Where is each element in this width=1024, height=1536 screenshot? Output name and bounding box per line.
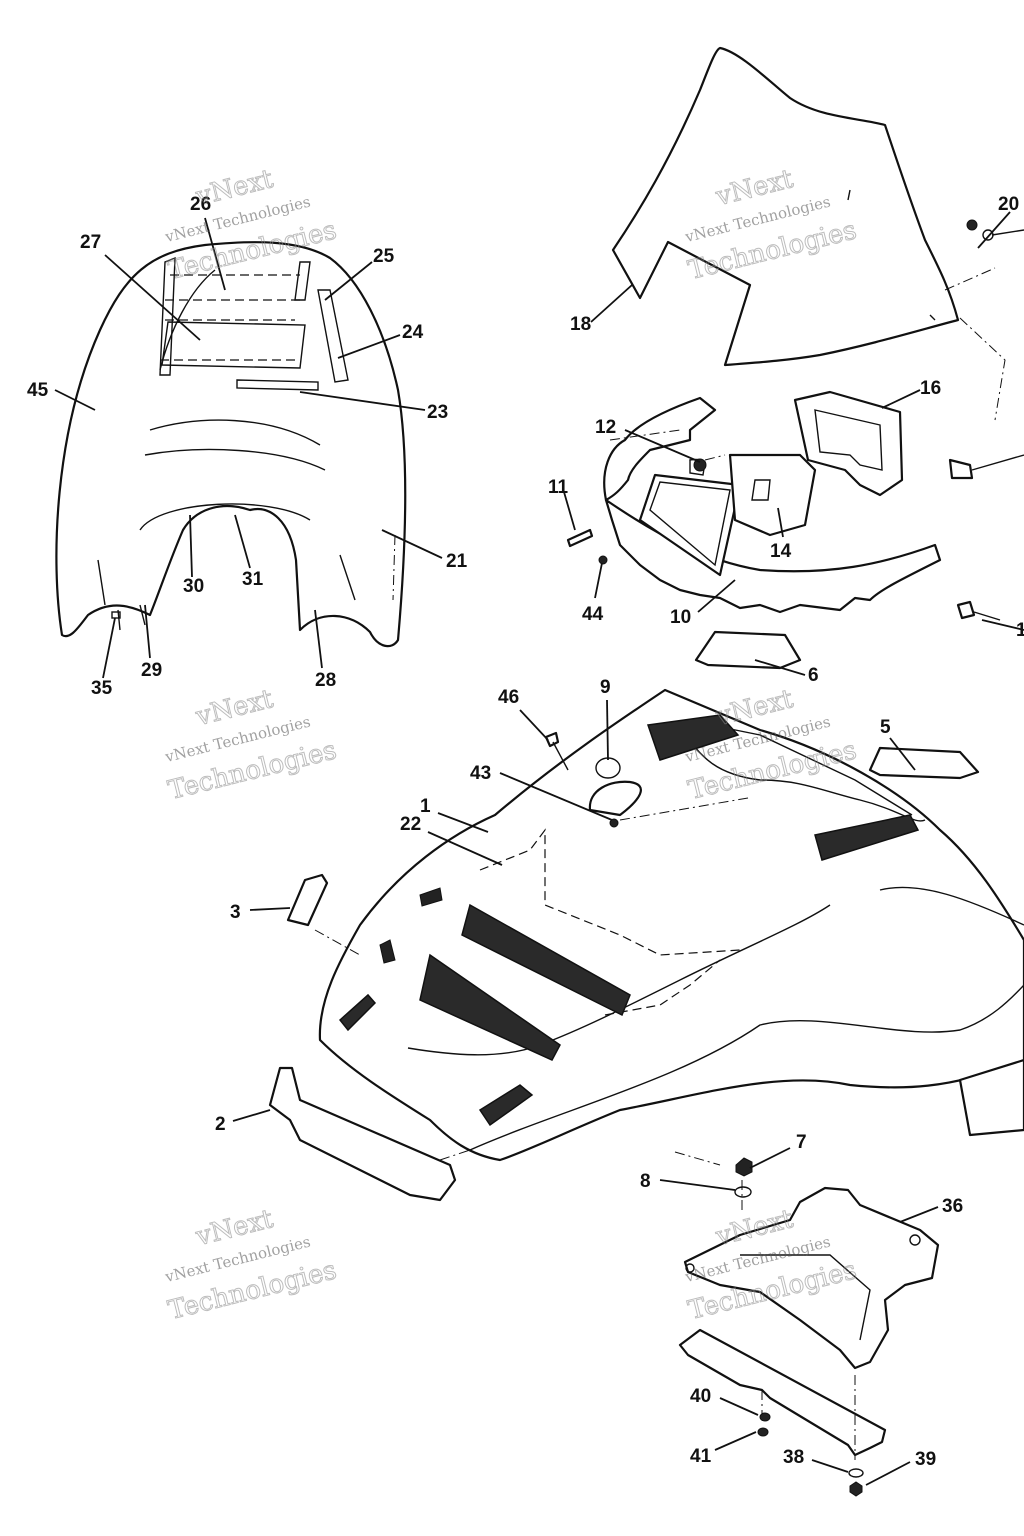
callout-10: 10 xyxy=(670,607,691,628)
callout-44: 44 xyxy=(582,604,604,625)
hood xyxy=(318,688,1024,1162)
part-edge xyxy=(958,1058,1024,1137)
callout-25: 25 xyxy=(373,246,395,267)
callout-2: 2 xyxy=(215,1114,226,1135)
windshield xyxy=(611,46,960,367)
callout-26: 26 xyxy=(190,194,211,215)
callout-labels: 27 26 25 24 23 45 21 30 31 35 29 28 18 2… xyxy=(27,194,1024,1470)
callout-23: 23 xyxy=(427,402,448,423)
headlight-housing xyxy=(603,390,942,614)
callout-16: 16 xyxy=(920,378,941,399)
callout-21: 21 xyxy=(446,551,468,572)
small-parts xyxy=(268,219,1024,1202)
callout-39: 39 xyxy=(915,1449,936,1470)
callout-5: 5 xyxy=(880,717,891,738)
part-2 xyxy=(268,1066,457,1202)
part-5 xyxy=(868,746,980,780)
callout-20: 20 xyxy=(998,194,1019,215)
watermark-3: vNext vNext Technologies Technologies xyxy=(162,684,340,807)
watermark-5: vNext vNext Technologies Technologies xyxy=(162,1204,340,1327)
callout-9: 9 xyxy=(600,677,611,698)
callout-38: 38 xyxy=(783,1447,804,1468)
callout-1: 1 xyxy=(420,796,431,817)
callout-36: 36 xyxy=(942,1196,963,1217)
callout-13: 1 xyxy=(1016,620,1024,641)
bracket-36 xyxy=(678,1180,940,1460)
callout-24: 24 xyxy=(402,322,424,343)
callout-11: 11 xyxy=(548,477,569,498)
callout-29: 29 xyxy=(141,660,162,681)
callout-7: 7 xyxy=(796,1132,807,1153)
callout-14: 14 xyxy=(770,541,792,562)
knob xyxy=(948,458,974,480)
callout-31: 31 xyxy=(242,569,264,590)
watermark-4: vNext vNext Technologies Technologies xyxy=(682,684,860,807)
callout-28: 28 xyxy=(315,670,336,691)
part-6 xyxy=(694,630,802,670)
assembly-lines xyxy=(314,267,1006,1166)
callout-27: 27 xyxy=(80,232,101,253)
part-3 xyxy=(286,873,329,927)
callout-12: 12 xyxy=(595,417,616,438)
callout-35: 35 xyxy=(91,678,113,699)
fasteners xyxy=(544,731,864,1497)
callout-46: 46 xyxy=(498,687,519,708)
callout-41: 41 xyxy=(690,1446,712,1467)
callout-30: 30 xyxy=(183,576,204,597)
callout-43: 43 xyxy=(470,763,491,784)
callout-3: 3 xyxy=(230,902,241,923)
callout-40: 40 xyxy=(690,1386,711,1407)
callout-22: 22 xyxy=(400,814,421,835)
callout-18: 18 xyxy=(570,314,591,335)
callout-6: 6 xyxy=(808,665,819,686)
leader-lines xyxy=(54,211,1024,1486)
callout-8: 8 xyxy=(640,1171,651,1192)
callout-45: 45 xyxy=(27,380,49,401)
hood-liner xyxy=(55,241,407,648)
